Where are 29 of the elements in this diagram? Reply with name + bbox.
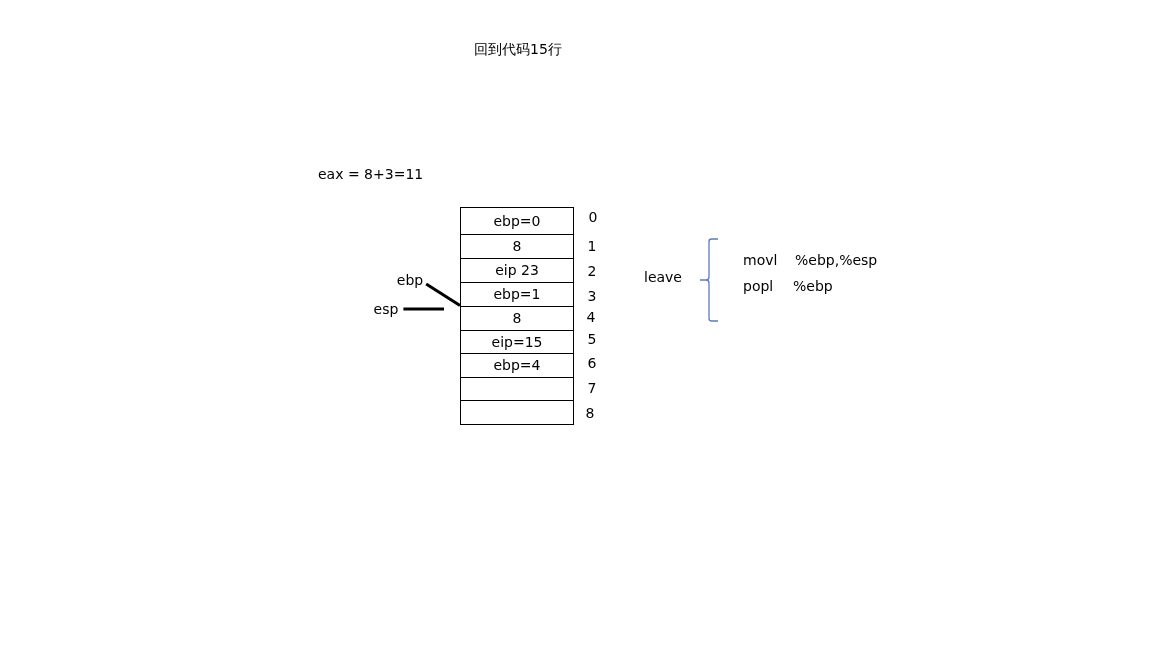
- instruction-label: leave: [644, 268, 682, 286]
- pointer-label: esp: [373, 300, 399, 318]
- formula-text: eax = 8+3=11: [318, 165, 424, 183]
- slot-number: 4: [586, 308, 596, 326]
- title-text: 回到代码15行: [474, 40, 562, 58]
- operand-text: %ebp: [793, 277, 833, 295]
- stack-cell: 8: [460, 306, 574, 331]
- pointer-label: ebp: [396, 271, 424, 289]
- slot-number: 8: [585, 404, 595, 422]
- slot-number: 0: [588, 208, 598, 226]
- slot-number: 2: [587, 262, 597, 280]
- stack-cell: ebp=0: [460, 207, 574, 235]
- stack-cell: eip 23: [460, 258, 574, 283]
- mnemonic-text: movl: [743, 251, 778, 269]
- stack-cell: 8: [460, 234, 574, 259]
- slot-number: 1: [587, 237, 597, 255]
- leader-line: [425, 282, 461, 307]
- stack-cell: [460, 377, 574, 401]
- stack-cell: ebp=4: [460, 353, 574, 378]
- mnemonic-text: popl: [743, 277, 774, 295]
- stack-cell: eip=15: [460, 330, 574, 354]
- slot-number: 7: [587, 379, 597, 397]
- leader-line: [403, 307, 444, 311]
- slot-number: 5: [587, 330, 597, 348]
- stack-cell: ebp=1: [460, 282, 574, 307]
- slot-number: 3: [587, 287, 597, 305]
- slot-number: 6: [587, 354, 597, 372]
- operand-text: %ebp,%esp: [795, 251, 878, 269]
- stack-cell: [460, 400, 574, 425]
